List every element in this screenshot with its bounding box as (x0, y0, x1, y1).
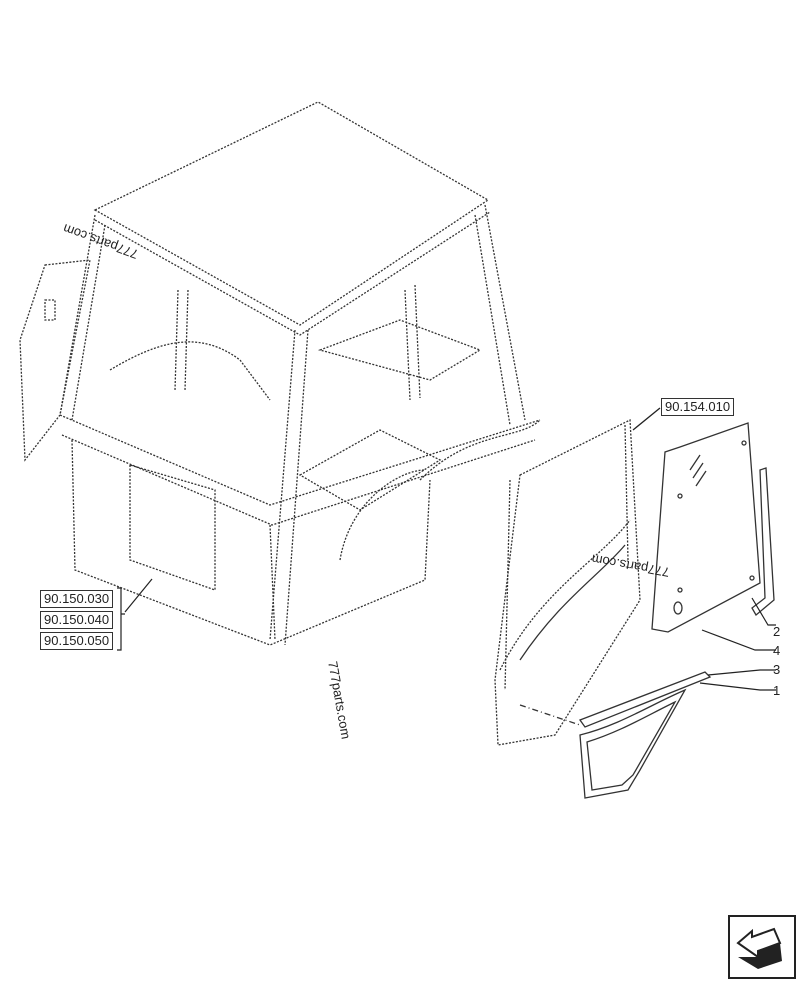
callout-2: 2 (773, 624, 781, 639)
door-frame-drawing (494, 407, 661, 746)
reference-90-150-030[interactable]: 90.150.030 (40, 590, 114, 608)
seal-strip-drawing (751, 467, 775, 616)
reference-90-150-050[interactable]: 90.150.050 (40, 632, 114, 650)
cab-frame-drawing (19, 101, 541, 646)
callout-1: 1 (773, 683, 781, 698)
reference-90-154-010[interactable]: 90.154.010 (661, 398, 735, 416)
navigation-button[interactable] (728, 915, 796, 979)
callout-leaders (699, 597, 776, 691)
callout-3: 3 (773, 662, 781, 677)
arrow-down-left-icon (736, 927, 782, 969)
glass-panel-drawing (651, 422, 761, 633)
reference-90-150-040[interactable]: 90.150.040 (40, 611, 114, 629)
callout-4: 4 (773, 643, 781, 658)
seal-profile-drawing (578, 671, 712, 799)
